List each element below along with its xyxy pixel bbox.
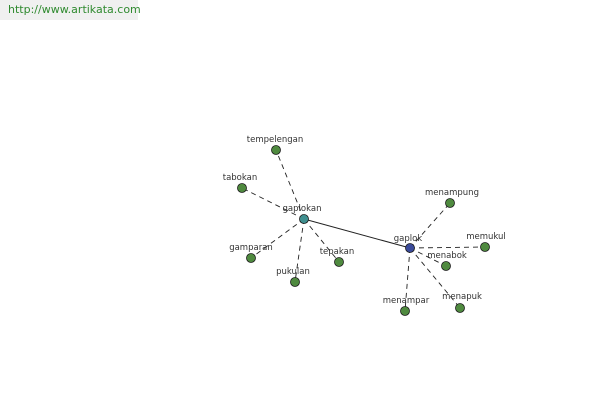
label-pukulan[interactable]: pukulan: [276, 267, 310, 277]
node-menampar[interactable]: [400, 306, 410, 316]
label-gamparan[interactable]: gamparan: [229, 243, 273, 253]
label-menabok[interactable]: menabok: [427, 251, 467, 261]
label-gaplok[interactable]: gaplok: [394, 234, 423, 244]
site-url[interactable]: http://www.artikata.com: [0, 0, 141, 20]
label-tempelengan[interactable]: tempelengan: [247, 135, 303, 145]
node-gamparan[interactable]: [246, 253, 256, 263]
edge-pukulan: [294, 218, 305, 283]
label-memukul[interactable]: memukul: [466, 232, 506, 242]
node-pukulan[interactable]: [290, 277, 300, 287]
node-menabok[interactable]: [441, 261, 451, 271]
label-tabokan[interactable]: tabokan: [223, 173, 258, 183]
node-tabokan[interactable]: [237, 183, 247, 193]
edge-tabokan: [241, 187, 305, 220]
node-gaplokan[interactable]: [299, 214, 309, 224]
label-menapuk[interactable]: menapuk: [442, 292, 482, 302]
node-gaplok[interactable]: [405, 243, 415, 253]
node-menapuk[interactable]: [455, 303, 465, 313]
label-menampar[interactable]: menampar: [383, 296, 430, 306]
edge-tepakan: [303, 218, 340, 263]
node-memukul[interactable]: [480, 242, 490, 252]
graph-nodes: [237, 145, 490, 316]
graph-edges: [241, 149, 486, 312]
edge-memukul: [409, 246, 486, 249]
edge-tempelengan: [275, 149, 305, 220]
node-tepakan[interactable]: [334, 257, 344, 267]
edge-menapuk: [409, 247, 461, 309]
graph-labels: tempelengan tabokan gamparan pukulan tepakan…: [223, 135, 506, 306]
label-menampung[interactable]: menampung: [425, 188, 479, 198]
label-gaplokan[interactable]: gaplokan: [283, 204, 322, 214]
hub-link-edge: [303, 218, 411, 249]
edge-gamparan: [250, 218, 305, 259]
node-menampung[interactable]: [445, 198, 455, 208]
node-tempelengan[interactable]: [271, 145, 281, 155]
edge-menampung: [409, 202, 451, 249]
edge-menabok: [409, 247, 447, 267]
edge-menampar: [404, 247, 411, 312]
label-tepakan[interactable]: tepakan: [320, 247, 355, 257]
